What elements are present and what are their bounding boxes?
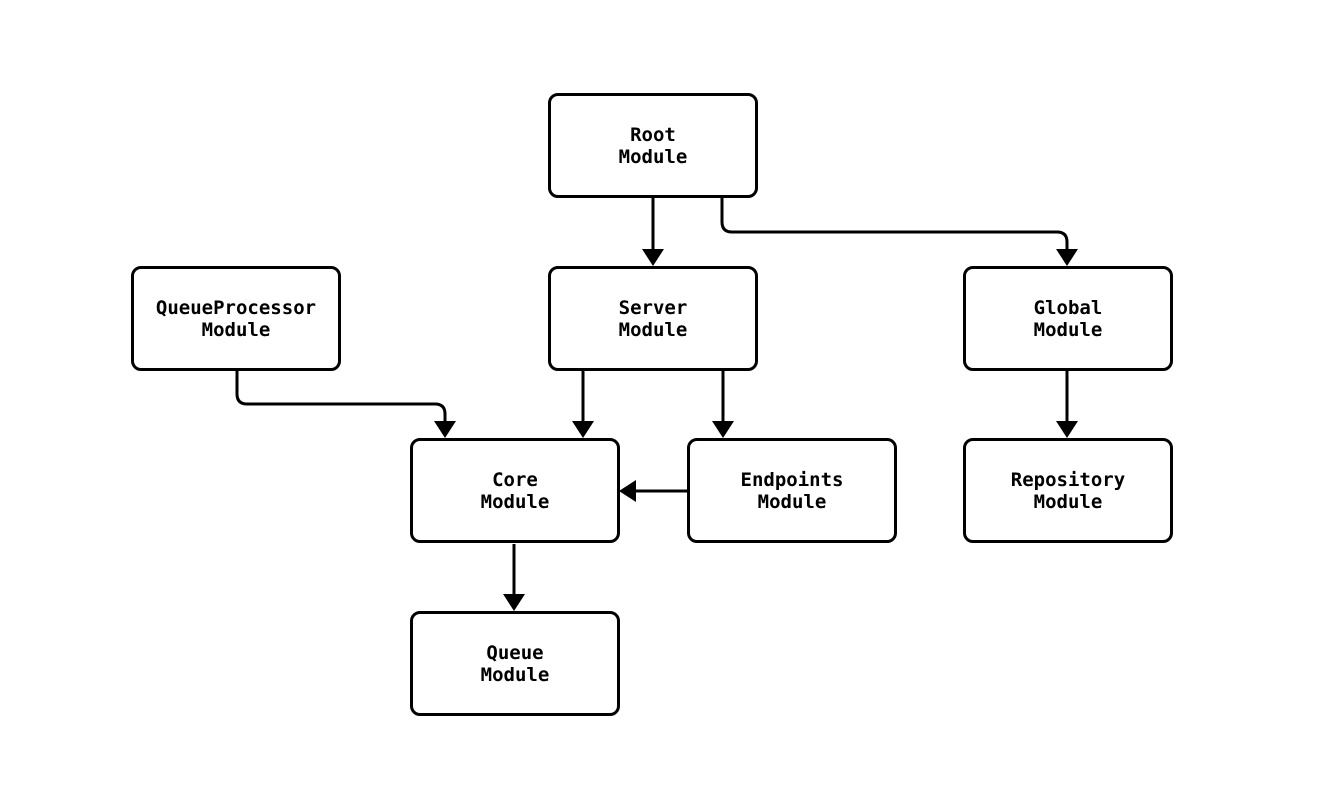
edge-global-to-repository: [1056, 371, 1078, 438]
node-queue-module: Queue Module: [410, 611, 620, 716]
edge-queueprocessor-to-core: [235, 371, 456, 438]
node-repository-module: Repository Module: [963, 438, 1173, 543]
edge-root-to-global: [720, 198, 1078, 266]
node-queue-module-label: Queue Module: [480, 641, 550, 686]
node-endpoints-module-label: Endpoints Module: [740, 468, 844, 513]
node-root-module-label: Root Module: [618, 123, 688, 168]
edge-endpoints-to-core: [619, 480, 687, 502]
edge-server-to-core: [572, 371, 594, 438]
node-root-module: Root Module: [548, 93, 758, 198]
node-repository-module-label: Repository Module: [1010, 468, 1126, 513]
node-global-module-label: Global Module: [1033, 296, 1103, 341]
node-endpoints-module: Endpoints Module: [687, 438, 897, 543]
node-server-module-label: Server Module: [618, 296, 688, 341]
node-core-module-label: Core Module: [480, 468, 550, 513]
node-server-module: Server Module: [548, 266, 758, 371]
node-global-module: Global Module: [963, 266, 1173, 371]
edge-server-to-endpoints: [712, 371, 734, 438]
edge-root-to-server: [642, 198, 664, 266]
node-queueprocessor-module: QueueProcessor Module: [131, 266, 341, 371]
edge-core-to-queue: [503, 544, 525, 611]
node-core-module: Core Module: [410, 438, 620, 543]
node-queueprocessor-module-label: QueueProcessor Module: [155, 296, 317, 341]
